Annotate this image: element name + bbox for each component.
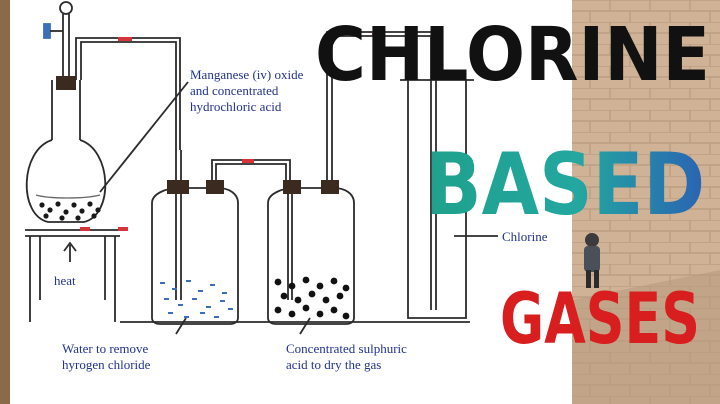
label-reactants-line2: and concentrated <box>190 83 279 98</box>
flask-solid-particles <box>39 201 101 221</box>
label-reactants-line3: hydrochloric acid <box>190 99 282 114</box>
stoppers <box>56 76 339 194</box>
label-chlorine: Chlorine <box>502 229 548 244</box>
label-water-line1: Water to remove <box>62 341 149 356</box>
tube-markers <box>80 31 384 231</box>
title-gases: GASES <box>500 278 700 360</box>
apparatus-lines <box>25 1 498 335</box>
label-heat: heat <box>54 273 76 288</box>
label-acid-line2: acid to dry the gas <box>286 357 381 372</box>
acid-particles <box>274 276 350 320</box>
title-based: BASED <box>425 135 705 235</box>
left-edge-strip <box>0 0 10 404</box>
water-speckles <box>160 280 233 318</box>
label-water-line2: hyrogen chloride <box>62 357 151 372</box>
label-reactants-line1: Manganese (iv) oxide <box>190 67 304 82</box>
title-chlorine: CHLORINE <box>315 12 710 98</box>
label-acid-line1: Concentrated sulphuric <box>286 341 407 356</box>
photo-background <box>572 0 720 404</box>
